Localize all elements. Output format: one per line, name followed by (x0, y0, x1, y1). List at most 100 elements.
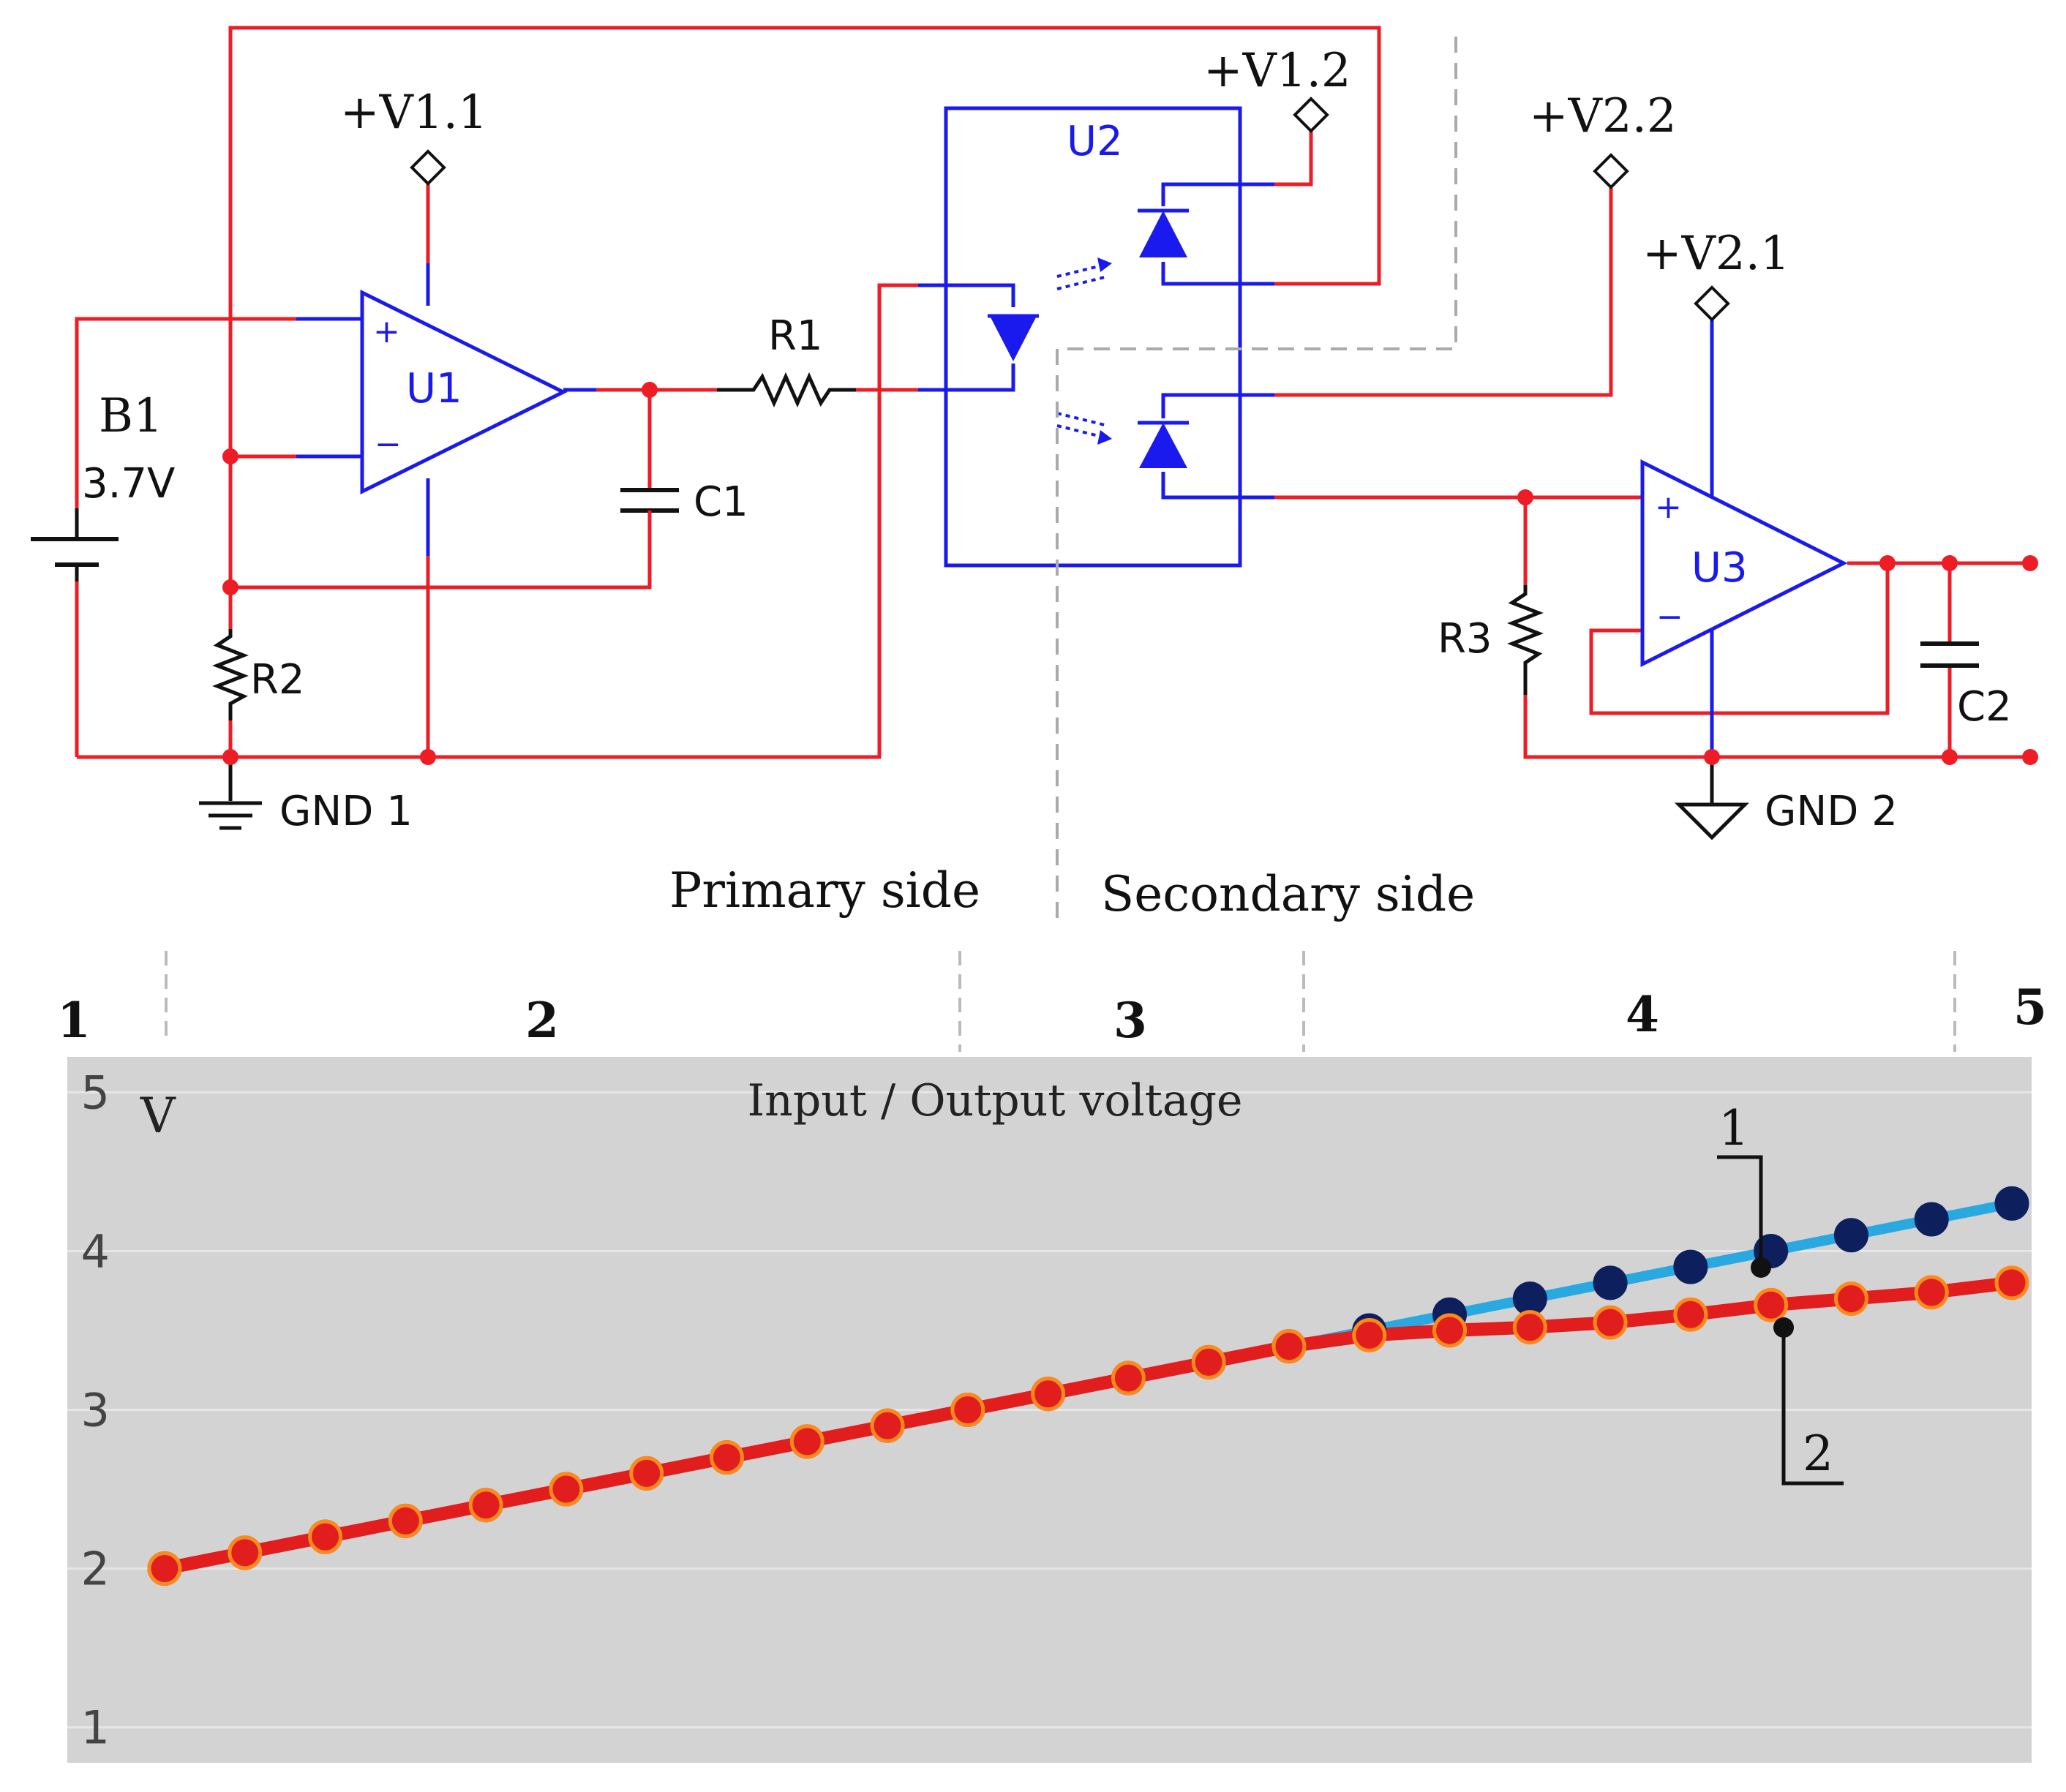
light-arrows-icon (1056, 263, 1105, 439)
y-tick-label: 5 (81, 1066, 110, 1119)
r1-resistor (717, 372, 856, 408)
secondary-side-label: Secondary side (1101, 866, 1475, 922)
gnd2-label: GND 2 (1765, 788, 1898, 835)
series-2-point (950, 1393, 985, 1427)
v22-label: +V2.2 (1529, 89, 1677, 143)
series-2-point (1833, 1281, 1868, 1317)
series-2-point (228, 1535, 263, 1570)
series-1-point (1593, 1265, 1628, 1300)
callout-1-label: 1 (1718, 1100, 1749, 1156)
series-2-point (1914, 1275, 1949, 1310)
light-arrow-head-1 (1097, 257, 1112, 272)
series-2-point (1994, 1265, 2029, 1300)
v21-terminal-icon (1694, 285, 1730, 322)
series-2-point (870, 1408, 905, 1443)
series-2-point (1191, 1344, 1226, 1379)
series-2-point (789, 1424, 824, 1459)
v12-terminal-icon (1293, 97, 1329, 133)
gnd1-label: GND 1 (279, 788, 413, 835)
series-1-point (1833, 1218, 1868, 1253)
wire-r3-bottom (1523, 695, 2030, 759)
zone-3-label: 3 (1113, 992, 1147, 1049)
series-2-point (1111, 1360, 1146, 1396)
u2-led-leads (918, 283, 1015, 307)
v11-terminal-icon (410, 149, 446, 186)
series-1-point (1512, 1281, 1547, 1317)
callout-2-label: 2 (1803, 1426, 1833, 1482)
callout-2-leader (1781, 1328, 1844, 1486)
zone-2-label: 2 (525, 992, 559, 1049)
resistors (212, 372, 1544, 720)
supply-terminals (410, 97, 1730, 322)
u3-opamp-symbol (1640, 459, 1848, 668)
wiring (75, 26, 2030, 759)
series-2-point (1352, 1317, 1387, 1352)
callout-1-dot (1751, 1257, 1771, 1278)
wire-u3-feedback (1589, 563, 1890, 715)
junction-nodes (222, 382, 2038, 765)
wire-v12 (1274, 130, 1313, 187)
r3-label: R3 (1438, 615, 1492, 663)
series-2-point (1031, 1377, 1066, 1412)
r3-resistor (1507, 585, 1544, 695)
c1-label: C1 (694, 478, 748, 526)
v11-label: +V1.1 (340, 86, 488, 140)
capacitors (620, 488, 1979, 668)
zone-bar: 1 2 3 4 5 (57, 951, 2047, 1052)
series-1-point (1994, 1186, 2029, 1221)
ground-symbols (199, 757, 1750, 840)
v12-label: +V1.2 (1203, 44, 1351, 98)
u1-plus-sign: + (373, 313, 400, 350)
led-diode-icon (989, 315, 1037, 361)
series-2-point (1593, 1305, 1628, 1340)
wire-c1-bottom (230, 532, 652, 590)
series-2-point (388, 1503, 423, 1538)
callout-2-dot (1773, 1317, 1794, 1338)
u2-optocoupler-body (944, 106, 1242, 568)
u2-pd2-leads (1161, 393, 1274, 418)
light-arrow-head-2 (1097, 430, 1112, 445)
r1-label: R1 (768, 312, 823, 360)
optocoupler-internals (988, 208, 1189, 468)
photodiode-2-icon (1139, 423, 1187, 468)
series-1-point (1673, 1249, 1708, 1284)
series-2-point (308, 1519, 343, 1554)
b1-voltage-label: 3.7V (82, 460, 175, 508)
y-tick-label: 3 (81, 1384, 110, 1437)
y-tick-label: 4 (81, 1224, 110, 1278)
series-markers (147, 1186, 2029, 1586)
u1-minus-sign: − (375, 426, 402, 463)
series-2-point (1673, 1297, 1708, 1332)
primary-side-label: Primary side (669, 862, 980, 919)
zone-4-label: 4 (1626, 986, 1659, 1043)
b1-label: B1 (99, 389, 163, 443)
u3-plus-sign: + (1655, 489, 1682, 526)
battery-b1 (31, 508, 119, 581)
series-2-point (1271, 1329, 1307, 1364)
u3-label: U3 (1691, 544, 1748, 592)
c2-label: C2 (1957, 683, 2012, 731)
u2-led-cathode (918, 364, 1015, 392)
callout-1-leader (1717, 1155, 1763, 1265)
series-2-point (709, 1440, 744, 1475)
v22-terminal-icon (1593, 153, 1629, 189)
zone-5-label: 5 (2013, 979, 2047, 1036)
y-tick-label: 1 (81, 1701, 110, 1755)
wire-top-loop (228, 26, 1381, 437)
series-2-point (1432, 1313, 1468, 1348)
schematic-labels: B1 3.7V U1 + − U2 U3 + − R1 R2 R3 C1 C2 … (82, 44, 2012, 922)
wire-v22 (1274, 188, 1613, 397)
chart-title: Input / Output voltage (747, 1075, 1242, 1126)
u2-pd1-bottom (1161, 262, 1274, 286)
series-2-point (147, 1551, 182, 1586)
u1-label: U1 (406, 365, 462, 413)
u2-pd1-leads (1161, 182, 1274, 206)
y-axis-label: V (140, 1088, 176, 1144)
series-2-point (468, 1488, 503, 1523)
series-2-point (629, 1456, 664, 1491)
wire-ground-rail-1 (77, 283, 918, 759)
series-1-point (1914, 1202, 1949, 1237)
